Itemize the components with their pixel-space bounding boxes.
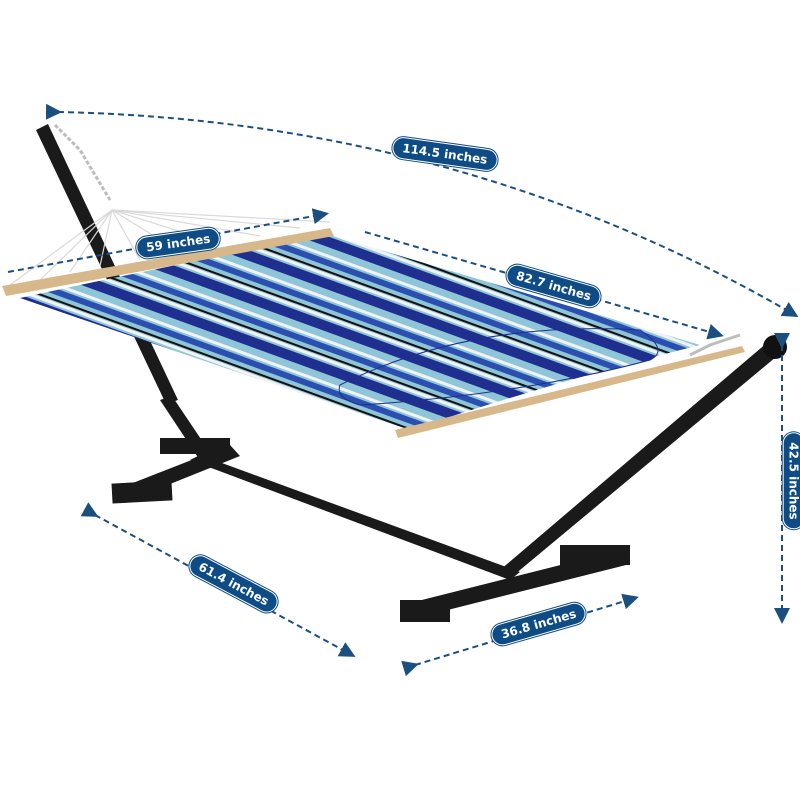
dimension-height: 42.5 inches [782,432,800,530]
pillow [338,328,659,406]
